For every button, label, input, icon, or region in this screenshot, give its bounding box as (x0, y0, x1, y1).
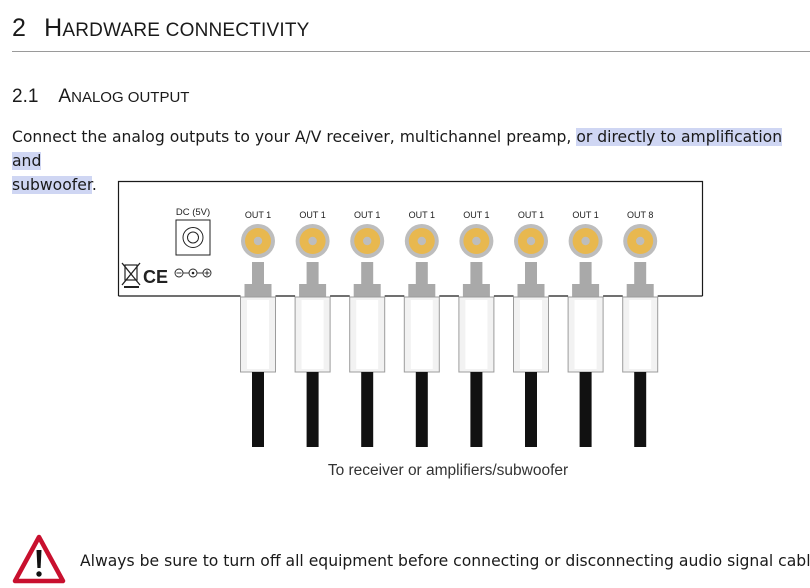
cable-wire (252, 372, 264, 447)
output-label: OUT 1 (572, 210, 598, 220)
ce-mark: CE (143, 267, 168, 287)
plug-tip (361, 262, 374, 285)
plug-collar (517, 284, 545, 297)
section-title-rest: ARDWARE CONNECTIVITY (62, 20, 310, 41)
output-3: OUT 1 (349, 210, 386, 447)
output-label: OUT 1 (409, 210, 435, 220)
plug-collar (353, 284, 381, 297)
subsection-heading: 2.1 ANALOG OUTPUT (12, 86, 189, 108)
cable-wire (361, 372, 374, 447)
plug-body-highlight (410, 300, 433, 369)
rca-jack-pin (308, 236, 317, 246)
rca-cable (458, 262, 495, 447)
polarity-icon (174, 268, 212, 278)
output-jacks: OUT 1 OUT 1 OUT 1 OUT 1 OUT 1 OUT 1 OUT 1 OUT 8 (240, 210, 659, 447)
plug-body-highlight (301, 300, 324, 369)
plug-body-highlight (520, 300, 542, 369)
plug-body-highlight (574, 300, 597, 369)
plug-body-highlight (356, 300, 379, 369)
rca-cable (240, 262, 276, 447)
plug-body-highlight (247, 300, 269, 369)
rca-cable (567, 262, 604, 447)
section-number: 2 (12, 14, 27, 42)
output-1: OUT 1 (240, 210, 276, 447)
output-label: OUT 8 (627, 210, 653, 220)
output-label: OUT 1 (299, 210, 325, 220)
cable-wire (470, 372, 483, 447)
rca-jack-pin (636, 236, 645, 246)
plug-collar (299, 284, 327, 297)
plug-collar (626, 284, 654, 297)
warning-triangle-icon (12, 534, 66, 584)
weee-icon (121, 262, 141, 288)
rca-jack-pin (363, 236, 372, 246)
plug-collar (408, 284, 436, 297)
output-label: OUT 1 (518, 210, 544, 220)
cable-wire (415, 372, 428, 447)
plug-body-highlight (465, 300, 488, 369)
paragraph-highlight-2: subwoofer (12, 176, 92, 194)
plug-tip (252, 262, 264, 285)
rca-jack-pin (526, 236, 536, 246)
rca-jack-pin (417, 236, 426, 246)
cable-wire (579, 372, 592, 447)
subsection-title-rest: NALOG OUTPUT (71, 89, 190, 106)
cable-wire (306, 372, 319, 447)
plug-tip (579, 262, 592, 285)
output-8: OUT 8 (622, 210, 659, 447)
plug-body-highlight (629, 300, 652, 369)
plug-tip (470, 262, 483, 285)
output-4: OUT 1 (403, 210, 440, 447)
output-6: OUT 1 (513, 210, 549, 447)
intro-paragraph: Connect the analog outputs to your A/V r… (12, 125, 802, 197)
diagram-caption: To receiver or amplifiers/subwoofer (328, 462, 568, 479)
dc-label: DC (5V) (176, 207, 210, 218)
cable-wire (525, 372, 537, 447)
plug-collar (572, 284, 600, 297)
plug-tip (634, 262, 647, 285)
plug-tip (525, 262, 537, 285)
rca-jack-pin (472, 236, 481, 246)
rca-jack-pin (581, 236, 590, 246)
rca-cable (513, 262, 549, 447)
plug-tip (415, 262, 428, 285)
subsection-title-initial: A (58, 86, 72, 107)
warning-text: Always be sure to turn off all equipment… (80, 552, 810, 570)
output-label: OUT 1 (245, 210, 271, 220)
paragraph-text: Connect the analog outputs to your A/V r… (12, 128, 577, 146)
heading-rule (12, 51, 810, 52)
device-panel-outline (117, 180, 704, 296)
plug-tip (306, 262, 319, 285)
rca-cable (294, 262, 331, 447)
output-label: OUT 1 (463, 210, 489, 220)
rca-cable (403, 262, 440, 447)
rca-cable (349, 262, 386, 447)
rca-cable (622, 262, 659, 447)
subsection-number: 2.1 (12, 86, 39, 107)
plug-collar (244, 284, 272, 297)
plug-collar (462, 284, 490, 297)
cable-wire (634, 372, 647, 447)
section-title-initial: H (44, 14, 63, 42)
output-label: OUT 1 (354, 210, 380, 220)
dc-jack-pin (187, 231, 199, 244)
output-5: OUT 1 (458, 210, 495, 447)
output-2: OUT 1 (294, 210, 331, 447)
rca-jack-pin (253, 236, 263, 246)
output-7: OUT 1 (567, 210, 604, 447)
paragraph-end: . (91, 176, 97, 194)
